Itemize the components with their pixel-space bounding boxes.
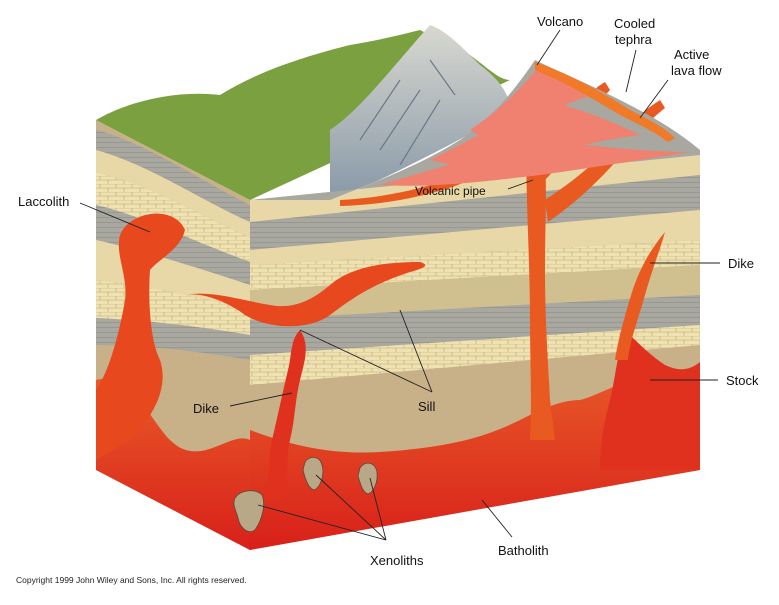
front-layer-6	[250, 295, 700, 355]
left-laccolith-magma	[96, 213, 185, 460]
xenolith-1	[233, 490, 264, 533]
front-layer-3	[250, 210, 700, 265]
label-laccolith: Laccolith	[18, 194, 70, 209]
leader-laccolith	[79, 202, 151, 233]
label-active-lava-line1: Active	[674, 47, 710, 62]
left-layer-1	[96, 130, 250, 222]
xenolith-2	[302, 457, 324, 491]
mountain-peak	[330, 25, 510, 195]
leader-active-lava	[639, 79, 669, 119]
leader-xenolith-3	[369, 477, 387, 541]
leader-lines	[79, 29, 720, 541]
label-dike-left: Dike	[193, 401, 220, 416]
front-batholith	[250, 365, 700, 550]
label-volcanic-pipe: Volcanic pipe	[415, 184, 486, 198]
leader-sill-1	[299, 329, 433, 393]
front-layer-2	[250, 175, 700, 250]
active-lava-flow	[535, 62, 675, 142]
left-dike-body	[265, 330, 306, 500]
label-sill: Sill	[418, 399, 436, 414]
leader-dike-left	[229, 392, 293, 407]
label-batholith: Batholith	[498, 543, 549, 558]
left-face	[96, 120, 250, 550]
leader-xenolith-1	[257, 504, 387, 541]
leader-sill-2	[399, 309, 433, 393]
sill-body	[185, 262, 426, 327]
leader-batholith	[481, 499, 513, 538]
tephra-band-3	[380, 140, 690, 186]
front-face	[185, 65, 700, 550]
label-volcano: Volcano	[537, 14, 584, 29]
leader-cooled-tephra	[625, 49, 637, 93]
leader-volcanic-pipe	[507, 179, 534, 190]
pipe-branch-left	[340, 140, 532, 206]
label-stock: Stock	[726, 373, 759, 388]
left-layer-2	[96, 150, 250, 238]
mountain-ridges	[359, 59, 456, 166]
right-dike-body	[615, 232, 665, 360]
label-dike-right: Dike	[728, 256, 755, 271]
label-xenoliths: Xenoliths	[370, 553, 424, 568]
stock-body	[600, 330, 700, 470]
front-layer-5	[250, 265, 700, 320]
top-surface	[96, 25, 700, 200]
label-cooled-tephra-line1: Cooled	[614, 16, 656, 31]
left-layer-3	[96, 172, 250, 262]
tephra-band-2	[430, 100, 640, 166]
label-cooled-tephra-line2: tephra	[615, 32, 652, 47]
leader-volcano	[536, 29, 561, 66]
front-layer-7	[250, 325, 700, 385]
leader-xenolith-2	[315, 474, 387, 541]
label-active-lava-line2: lava flow	[671, 63, 722, 78]
copyright-notice: Copyright 1999 John Wiley and Sons, Inc.…	[16, 575, 247, 585]
